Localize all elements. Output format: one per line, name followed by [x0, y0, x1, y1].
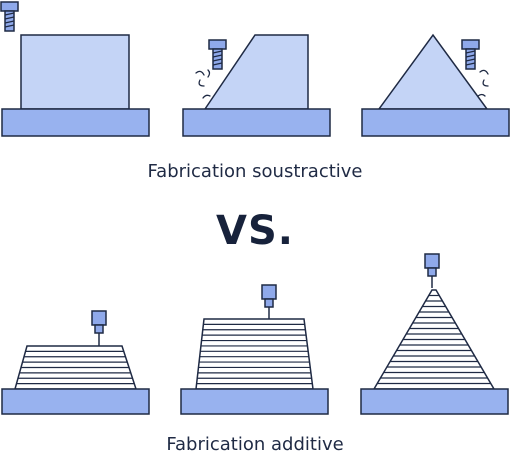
extruder-nozzle-icon	[261, 284, 277, 319]
subtractive-panel-2	[182, 34, 331, 137]
end-mill-icon	[0, 1, 19, 32]
cutting-chips-icon	[477, 69, 489, 97]
subtractive-panel-3	[361, 33, 510, 137]
layer-stack	[195, 318, 314, 390]
cutting-chips-icon	[195, 69, 211, 99]
extruder-nozzle-icon	[424, 253, 440, 288]
extruder-nozzle-icon	[91, 310, 107, 346]
additive-caption: Fabrication additive	[166, 434, 344, 455]
versus-caption: VS.	[216, 208, 294, 254]
base-plate	[1, 388, 150, 415]
subtractive-caption: Fabrication soustractive	[147, 161, 363, 182]
additive-panel-2	[180, 284, 329, 415]
layer-stack	[372, 289, 496, 390]
additive-panel-1	[1, 310, 150, 415]
layer-stack	[14, 345, 138, 390]
subtractive-panel-1	[0, 1, 150, 137]
base-plate	[182, 108, 331, 137]
base-plate	[1, 108, 150, 137]
additive-panel-3	[360, 253, 509, 415]
base-plate	[180, 388, 329, 415]
end-mill-icon	[208, 39, 227, 70]
base-plate	[361, 108, 510, 137]
base-plate	[360, 388, 509, 415]
workpiece-block	[20, 34, 130, 110]
end-mill-icon	[461, 39, 480, 70]
